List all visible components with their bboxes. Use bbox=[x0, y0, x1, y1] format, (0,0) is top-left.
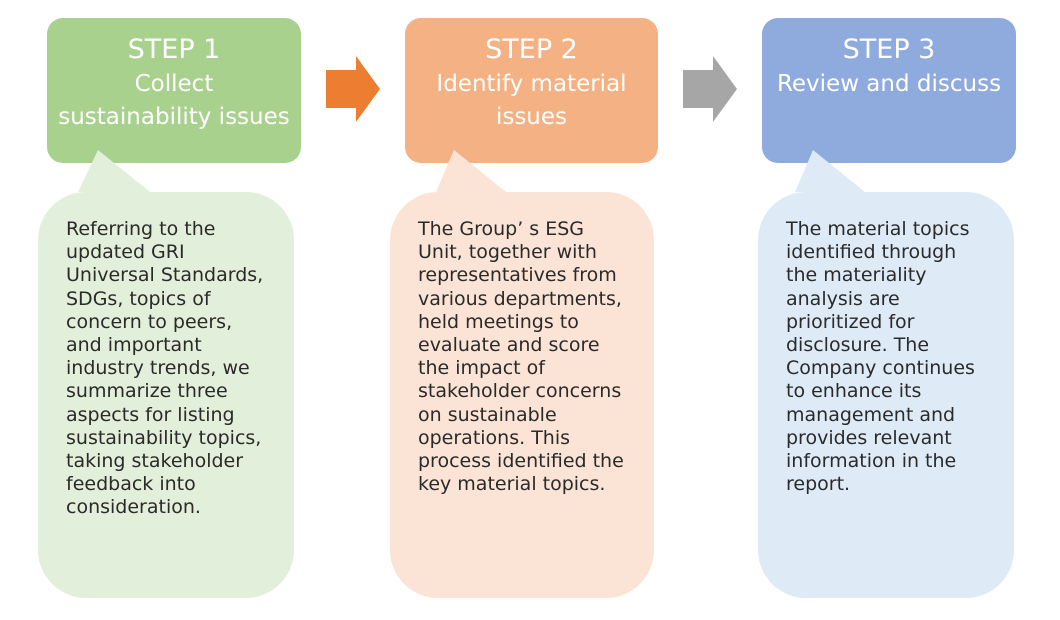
step-1-header: STEP 1 Collect sustainability issues bbox=[47, 18, 301, 163]
step-1-subtitle: Collect sustainability issues bbox=[58, 71, 290, 130]
step-3-title: STEP 3 bbox=[842, 34, 936, 65]
step-1-bubble-tail bbox=[78, 150, 150, 192]
step-2-description-bubble: The Group’ s ESG Unit, together with rep… bbox=[390, 192, 654, 598]
arrow-step-2-to-3 bbox=[683, 56, 737, 122]
arrow-step-1-to-2 bbox=[326, 56, 380, 122]
step-3-bubble-tail bbox=[795, 150, 865, 192]
step-2-subtitle: Identify material issues bbox=[436, 71, 627, 130]
step-3-subtitle: Review and discuss bbox=[776, 71, 1002, 97]
step-2-bubble-tail bbox=[436, 150, 506, 192]
step-3-description-bubble: The material topics identified through t… bbox=[758, 192, 1014, 598]
step-2-header: STEP 2 Identify material issues bbox=[405, 18, 658, 163]
step-2-description: The Group’ s ESG Unit, together with rep… bbox=[418, 218, 624, 496]
step-1-description-bubble: Referring to the updated GRI Universal S… bbox=[38, 192, 294, 598]
step-3-header: STEP 3 Review and discuss bbox=[762, 18, 1016, 163]
step-1-description: Referring to the updated GRI Universal S… bbox=[66, 218, 264, 519]
step-3-description: The material topics identified through t… bbox=[786, 218, 975, 496]
step-2-title: STEP 2 bbox=[485, 34, 578, 65]
step-1-title: STEP 1 bbox=[127, 34, 221, 65]
